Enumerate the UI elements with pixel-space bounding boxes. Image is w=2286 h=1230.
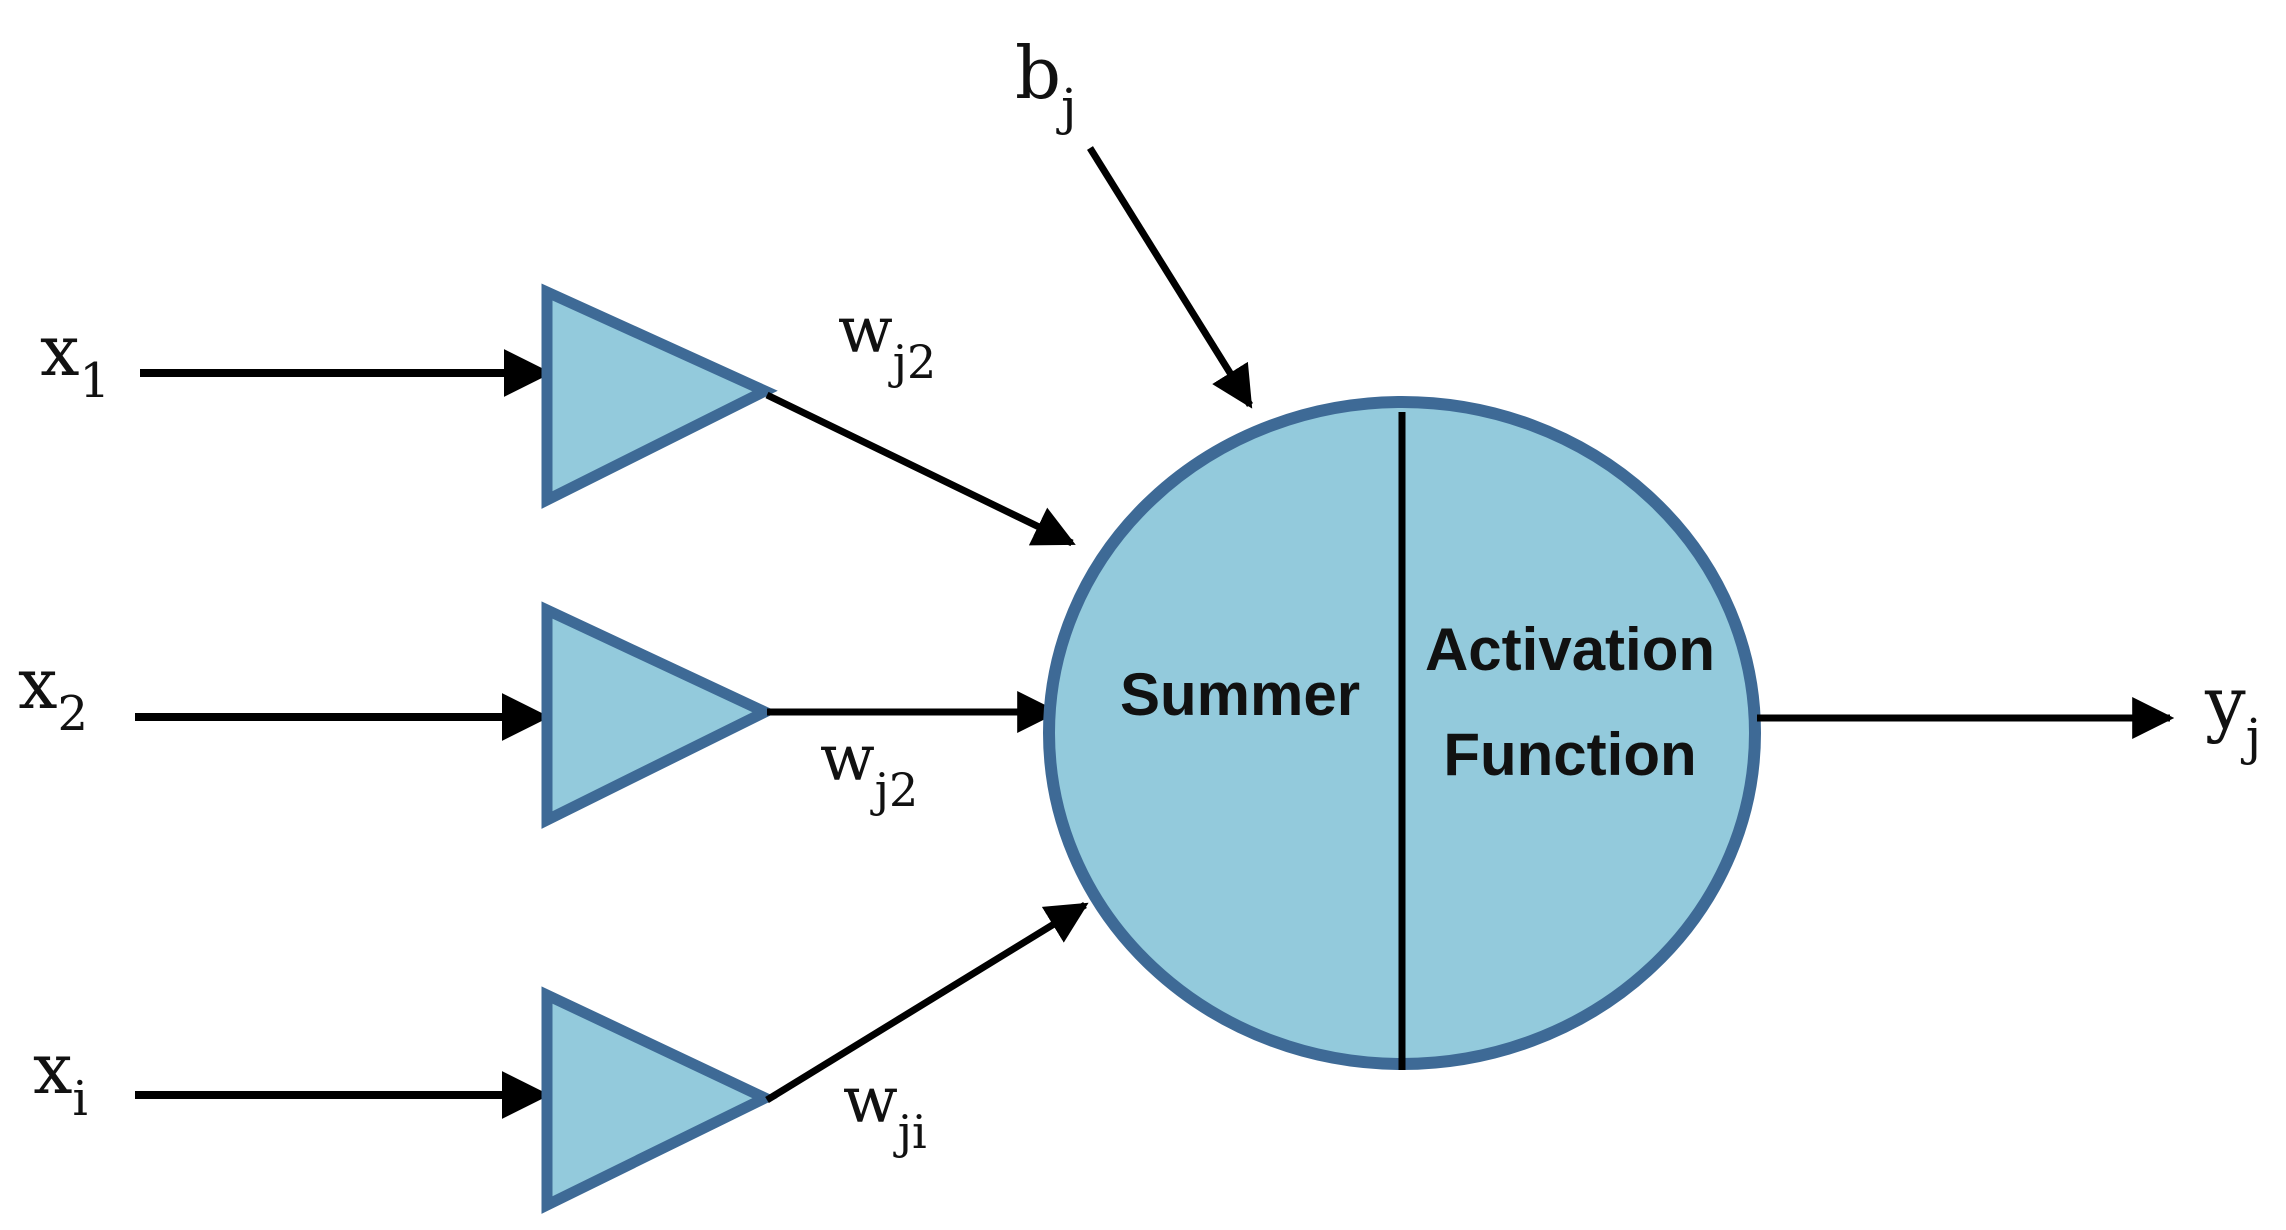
activation-label-line2: Function xyxy=(1443,721,1696,788)
weight-label-1: wj2 xyxy=(838,294,936,389)
weight-amplifier-i xyxy=(541,986,778,1214)
output-label: yj xyxy=(2204,661,2261,766)
weighted-arrow-i xyxy=(765,902,1089,1103)
weighted-arrow-1 xyxy=(765,391,1076,547)
weight-label-i: wji xyxy=(843,1064,927,1159)
bias-label: bj xyxy=(1015,31,1077,136)
input-label-2: x2 xyxy=(18,643,88,742)
bias-arrow xyxy=(1087,146,1253,409)
weight-amplifier-1 xyxy=(541,283,778,509)
summer-label: Summer xyxy=(1120,661,1360,728)
input-label-i: xi xyxy=(33,1028,88,1127)
weight-label-2: wj2 xyxy=(820,722,918,817)
weight-amplifier-2 xyxy=(541,601,778,829)
activation-label-line1: Activation xyxy=(1425,616,1715,683)
input-label-1: x1 xyxy=(40,310,110,409)
